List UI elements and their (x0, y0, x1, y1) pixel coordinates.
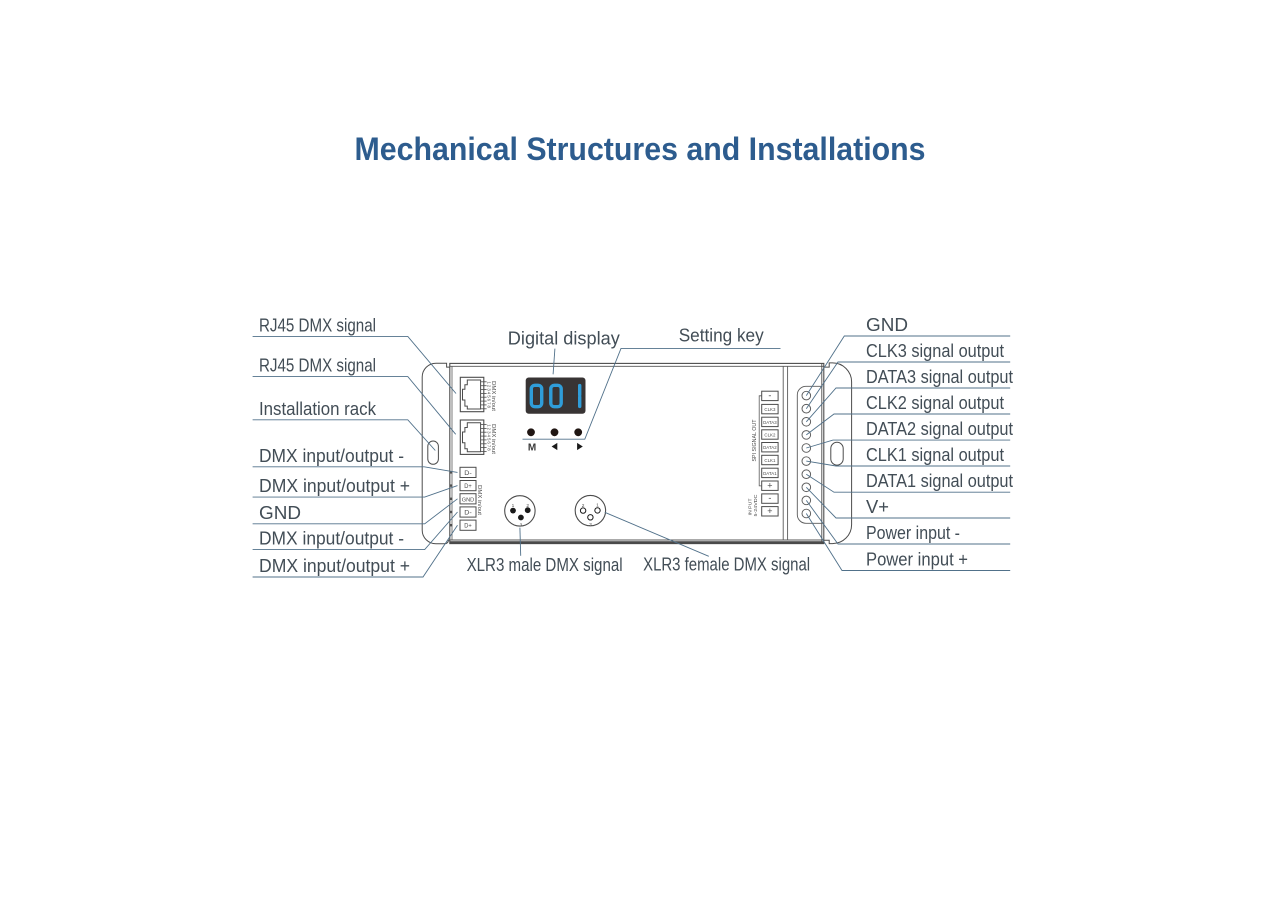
svg-text:CLK2: CLK2 (764, 432, 775, 437)
svg-text:DATA3 signal output: DATA3 signal output (866, 366, 1013, 387)
svg-text:V+: V+ (866, 496, 889, 517)
svg-text:Power input +: Power input + (866, 549, 968, 570)
svg-text:12345678: 12345678 (486, 382, 491, 410)
svg-text:+: + (767, 480, 772, 490)
svg-text:3: 3 (589, 522, 592, 528)
svg-text:2: 2 (582, 503, 585, 509)
svg-text:XLR3 male DMX signal: XLR3 male DMX signal (467, 554, 623, 575)
svg-text:D-: D- (464, 470, 472, 477)
svg-text:3: 3 (520, 522, 523, 528)
svg-text:D-: D- (464, 510, 472, 517)
svg-text:D+: D+ (464, 483, 472, 490)
svg-text:Setting key: Setting key (679, 325, 765, 346)
svg-text:Installation rack: Installation rack (259, 398, 377, 419)
svg-text:DMX in/out: DMX in/out (490, 381, 496, 411)
svg-text:DATA1 signal output: DATA1 signal output (866, 470, 1013, 491)
svg-text:XLR3 female DMX signal: XLR3 female DMX signal (643, 554, 810, 575)
svg-text:DATA1: DATA1 (763, 471, 777, 476)
svg-text:1: 1 (512, 503, 515, 509)
svg-text:GND: GND (866, 314, 908, 335)
svg-text:Digital display: Digital display (508, 327, 621, 348)
svg-text:DMX in/out: DMX in/out (490, 424, 496, 454)
svg-text:Mechanical Structures and Inst: Mechanical Structures and Installations (355, 131, 926, 167)
svg-text:12345678: 12345678 (486, 424, 491, 452)
svg-text:DMX input/output +: DMX input/output + (259, 475, 410, 496)
svg-text:D+: D+ (464, 523, 472, 530)
svg-text:-: - (768, 493, 771, 503)
svg-text:DMX input/output +: DMX input/output + (259, 555, 410, 576)
svg-text:M: M (528, 443, 536, 454)
svg-text:IN PUT: IN PUT (748, 498, 754, 515)
svg-text:RJ45 DMX signal: RJ45 DMX signal (259, 355, 376, 376)
svg-text:5-24VDC: 5-24VDC (753, 494, 759, 517)
svg-text:2: 2 (526, 503, 529, 509)
svg-text:DATA3: DATA3 (763, 420, 777, 425)
svg-text:GND: GND (259, 502, 301, 523)
svg-text:DMX input/output -: DMX input/output - (259, 445, 404, 466)
svg-text:SPI SIGNAL OUT: SPI SIGNAL OUT (752, 419, 758, 461)
svg-text:DATA2: DATA2 (763, 445, 777, 450)
svg-text:CLK2 signal output: CLK2 signal output (866, 392, 1004, 413)
svg-text:CLK3: CLK3 (764, 407, 775, 412)
svg-text:1: 1 (596, 503, 599, 509)
svg-text:DMX input/output -: DMX input/output - (259, 528, 404, 549)
svg-text:-: - (768, 391, 771, 401)
svg-text:DMX in/out: DMX in/out (476, 485, 482, 515)
svg-text:CLK3 signal output: CLK3 signal output (866, 340, 1004, 361)
svg-text:CLK1 signal output: CLK1 signal output (866, 444, 1004, 465)
svg-text:DATA2 signal output: DATA2 signal output (866, 418, 1013, 439)
svg-text:+: + (767, 506, 772, 516)
svg-text:CLK1: CLK1 (764, 458, 775, 463)
svg-text:Power input -: Power input - (866, 522, 960, 543)
svg-text:GND: GND (462, 497, 475, 503)
svg-text:RJ45 DMX signal: RJ45 DMX signal (259, 314, 376, 335)
